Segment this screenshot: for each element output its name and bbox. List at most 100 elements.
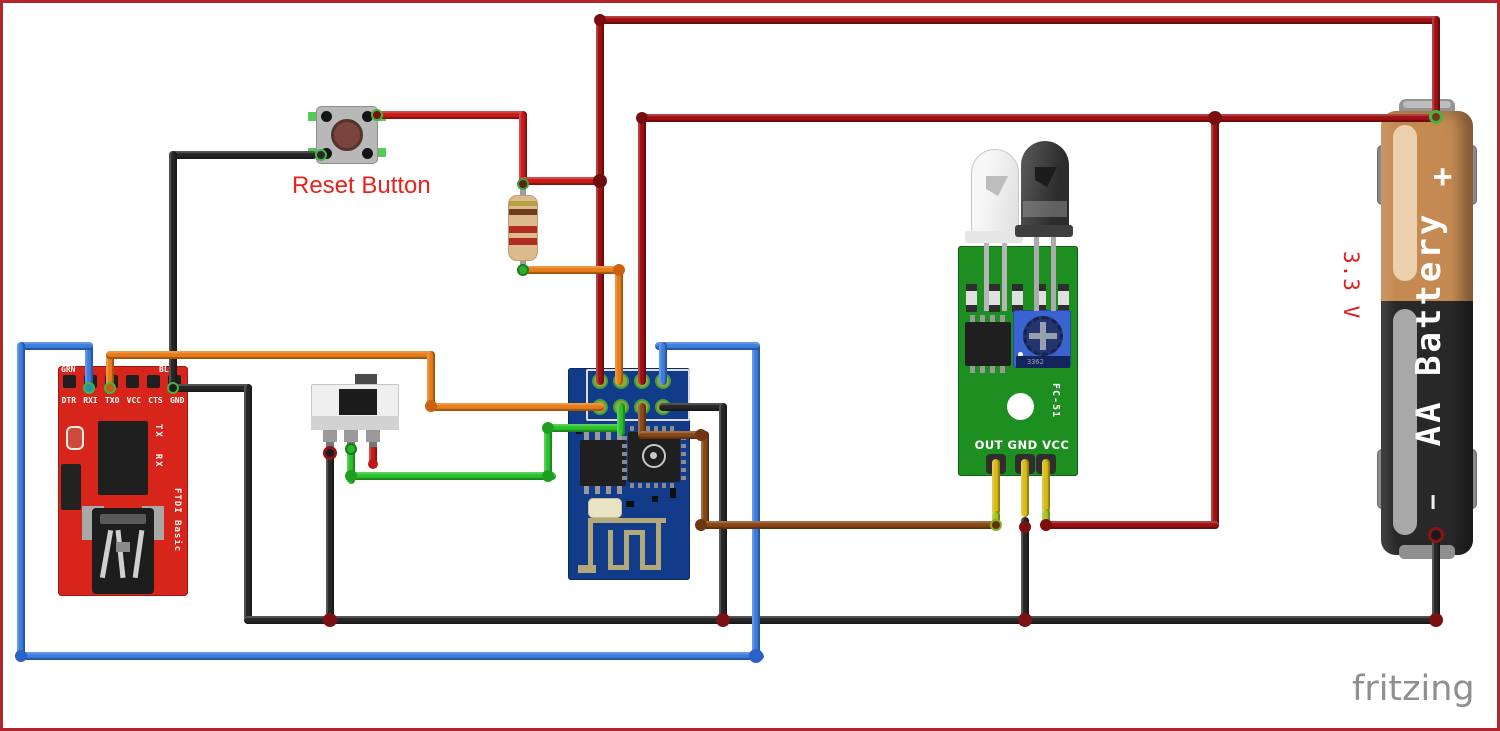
fc51-board-label: FC-51 <box>1050 383 1061 419</box>
wire-green-switch-to-esp <box>347 472 556 480</box>
button-corner <box>321 111 332 122</box>
switch-green-end <box>345 443 357 455</box>
wire-green-switch-to-esp <box>544 424 625 432</box>
wire-orange-resistor-to-esp <box>615 266 623 385</box>
reset-button-label: Reset Button <box>292 172 431 199</box>
ir-led-leg <box>1051 235 1056 311</box>
bend-dot-brown <box>695 519 707 531</box>
resistor-band <box>509 238 537 245</box>
sensor-out-end <box>990 519 1002 531</box>
wire-red-sensor-vcc <box>1211 118 1219 529</box>
resistor-band <box>509 226 537 233</box>
resistor-band <box>509 201 537 206</box>
ir-receiver-led <box>1021 141 1069 237</box>
esp8266-module <box>568 368 690 580</box>
switch-pin-tip <box>369 442 377 448</box>
junction-dot <box>1018 613 1032 627</box>
wire-blue-rxi-loop <box>17 342 25 660</box>
switch-gnd-end <box>323 446 337 460</box>
ftdi-component <box>61 464 81 510</box>
ftdi-pin-label-cts: CTS <box>148 396 163 405</box>
smd-resistor <box>989 284 1000 312</box>
led-reflector <box>1035 167 1057 187</box>
esp-chip <box>628 432 680 482</box>
led-flange <box>965 231 1023 243</box>
wire-blue-rxi-loop <box>655 342 760 350</box>
battery-label: AA Battery <box>1409 211 1449 447</box>
wire-brown-gpio-to-out <box>638 403 646 439</box>
fc51-pin-labels: OUT GND VCC <box>974 438 1070 452</box>
flash-chip <box>580 440 626 486</box>
trimpot-cross <box>1040 322 1046 350</box>
wire-red-vcc-second <box>638 114 1440 122</box>
resistor-top-junction <box>517 178 529 190</box>
aa-battery: + − AA Battery <box>1377 99 1477 569</box>
green-bend-dot <box>542 422 554 434</box>
wire-red-switch-stub <box>369 447 377 465</box>
ftdi-pin-label-dtr: DTR <box>61 396 77 405</box>
battery-plus-sign: + <box>1433 157 1453 195</box>
flash-chip-leg <box>595 486 600 494</box>
switch-pin <box>344 430 358 442</box>
esp-antenna <box>588 518 593 570</box>
button-pad-ring <box>315 149 327 161</box>
battery-minus-sign: − <box>1418 494 1448 510</box>
ftdi-pin-hole <box>147 375 160 388</box>
ftdi-gnd-ring <box>167 382 179 394</box>
wire-red-vcc-top <box>596 16 1440 24</box>
wire-black-gnd-breakout <box>173 384 252 392</box>
wire-yellow-vcc-pin <box>1042 459 1050 513</box>
bend-dot-orange <box>613 264 625 276</box>
wire-green-switch-to-esp <box>544 424 552 480</box>
battery-voltage-label: 3.3 V <box>1339 251 1363 320</box>
ic-leg <box>1000 315 1005 323</box>
esp-antenna <box>640 565 661 570</box>
wire-black-sensor-gnd <box>1021 517 1029 624</box>
flash-chip-leg <box>617 432 622 440</box>
ftdi-pin-labels: DTR RXI TXO VCC CTS GND <box>58 396 188 405</box>
resistor-band <box>509 209 537 215</box>
ftdi-led <box>66 426 84 450</box>
wire-black-switch-gnd <box>326 449 334 624</box>
sensor-vcc-end <box>1040 519 1052 531</box>
flash-chip-leg <box>617 486 622 494</box>
wire-orange-txo <box>427 403 604 411</box>
green-bend-dot <box>345 470 357 482</box>
button-pad <box>308 112 318 121</box>
junction-dot <box>636 112 648 124</box>
wire-black-esp-gnd <box>719 403 727 624</box>
junction-dot <box>1429 613 1443 627</box>
esp-chip-pins <box>681 436 686 480</box>
esp-smd <box>626 501 634 507</box>
esp-antenna <box>578 565 596 573</box>
comparator-chip <box>965 322 1011 366</box>
ir-emitter-led <box>971 149 1019 239</box>
slide-switch <box>311 374 399 450</box>
ftdi-txo-ring <box>104 382 116 394</box>
esp-antenna <box>640 530 645 570</box>
esp-logo-center <box>650 452 657 459</box>
wire-blue-rxi-loop <box>17 342 93 350</box>
wire-orange-txo <box>106 351 435 359</box>
wire-red-vcc-top <box>1432 16 1440 119</box>
flash-chip-leg <box>584 432 589 440</box>
green-bend-dot <box>542 470 554 482</box>
usb-connector <box>92 508 154 594</box>
flash-chip-leg <box>606 486 611 494</box>
wire-brown-gpio-to-out <box>701 521 1000 529</box>
junction-dot <box>594 14 606 26</box>
trimpot-base: 3362 <box>1016 356 1070 368</box>
wire-yellow-tip <box>992 511 1000 525</box>
ftdi-pin-label-gnd: GND <box>169 396 185 405</box>
ir-led-leg <box>1002 241 1007 311</box>
led-highlight <box>1023 201 1067 217</box>
wire-green-switch-to-esp <box>347 446 355 484</box>
smd-resistor <box>1058 284 1069 312</box>
ftdi-txrx-label: TX RX <box>153 424 163 469</box>
esp-antenna <box>624 530 629 570</box>
wire-red-reset-button <box>377 111 527 119</box>
smd-resistor <box>1012 284 1023 312</box>
usb-contact <box>115 529 126 579</box>
junction-dot <box>593 174 607 188</box>
ftdi-rxi-ring <box>83 382 95 394</box>
